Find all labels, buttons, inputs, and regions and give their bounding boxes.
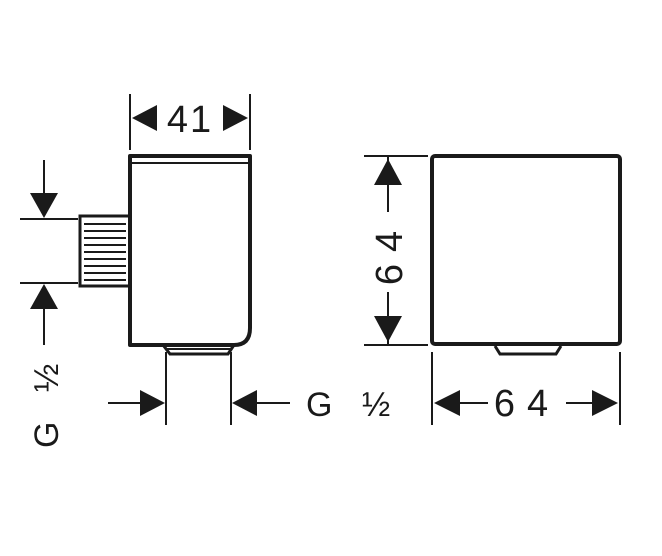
dimension-64-horizontal-label: 64 <box>494 383 560 425</box>
side-view: 41 G ½ G ½ <box>20 94 400 448</box>
threaded-connector-left <box>78 214 132 288</box>
side-view-body <box>128 154 252 347</box>
dimension-41-label: 41 <box>167 99 213 141</box>
dimension-64-vertical: 64 <box>364 155 428 346</box>
front-view-body <box>430 154 622 346</box>
dimension-thread-left: G ½ <box>20 160 78 448</box>
front-outlet <box>493 345 563 356</box>
thread-left-label: G ½ <box>28 354 66 448</box>
front-view: 64 64 <box>364 154 622 425</box>
dimension-41: 41 <box>129 94 251 150</box>
dimension-64-horizontal: 64 <box>431 352 621 425</box>
dimension-64-vertical-label: 64 <box>369 219 411 285</box>
thread-bottom-label: G ½ <box>306 386 400 424</box>
dimension-thread-bottom: G ½ <box>108 352 400 425</box>
